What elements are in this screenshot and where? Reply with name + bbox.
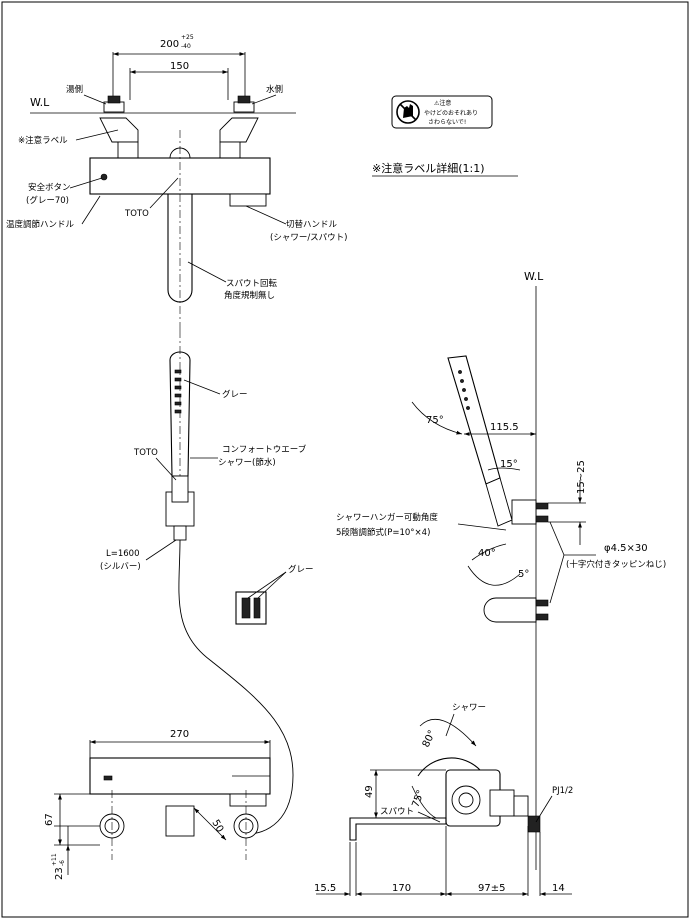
spout-label-bottom: スパウト bbox=[380, 807, 414, 817]
dim-overall-tol-upper: +25 bbox=[181, 34, 194, 41]
dim-49: 49 bbox=[364, 785, 375, 798]
toto-mark-shower: TOTO bbox=[133, 448, 158, 458]
toto-mark-top: TOTO bbox=[124, 209, 149, 219]
shower-hose bbox=[178, 539, 294, 835]
dim-23-tol-lower: -6 bbox=[59, 860, 66, 866]
dim-170: 170 bbox=[392, 883, 411, 894]
hot-side-connector bbox=[99, 95, 139, 159]
caution-detail-title: ※注意ラベル詳細(1:1) bbox=[372, 161, 485, 175]
hanger-detail: グレー bbox=[235, 564, 314, 625]
temp-handle-label: 温度調節ハンドル bbox=[6, 219, 75, 230]
bottom-side-view: シャワー 80° 49 75° スパウト PJ1/2 bbox=[314, 703, 573, 896]
switch-handle-modes: (シャワー/スパウト) bbox=[270, 233, 348, 243]
dim-overall-width: 200 bbox=[160, 39, 179, 50]
switch-handle-side bbox=[417, 757, 481, 777]
dim-center-distance: 150 bbox=[170, 61, 189, 72]
screw-type: (十字穴付きタッピンねじ) bbox=[566, 559, 666, 570]
spout-rotation-label-2: 角度規制無し bbox=[224, 290, 275, 301]
caution-line3: さわらないで! bbox=[428, 119, 466, 126]
shower-head-front: グレー TOTO コンフォートウエーブ シャワー(節水) L=1600 (シルバ… bbox=[100, 330, 307, 835]
shower-nozzles bbox=[174, 369, 182, 414]
angle-15-side: 15° bbox=[500, 459, 518, 470]
dim-270: 270 bbox=[170, 729, 189, 740]
angle-5-side: 5° bbox=[518, 569, 529, 580]
dim-15-25: 15~25 bbox=[576, 460, 587, 494]
dim-15-5: 15.5 bbox=[314, 883, 336, 894]
dim-67: 67 bbox=[44, 813, 55, 826]
wl-label-side: W.L bbox=[524, 270, 544, 283]
angle-80: 80° bbox=[421, 729, 438, 750]
hose-length: L=1600 bbox=[106, 549, 140, 559]
angle-75-bottom: 75° bbox=[410, 789, 426, 809]
angle-40-side: 40° bbox=[478, 548, 496, 559]
dim-23: 23 bbox=[54, 867, 65, 880]
front-view: 270 67 23 +11 -6 50 bbox=[44, 729, 271, 880]
caution-label-box bbox=[391, 95, 493, 129]
top-view: 200 +25 -40 150 W.L bbox=[6, 34, 348, 330]
dim-50: 50 bbox=[209, 818, 225, 835]
dim-115-5: 115.5 bbox=[490, 422, 519, 433]
lower-bracket-side bbox=[483, 597, 537, 623]
hanger-angle-label-1: シャワーハンガー可動角度 bbox=[336, 512, 438, 523]
shower-handle bbox=[169, 351, 191, 477]
caution-label-detail: ⚠注意 やけどのおそれあり さわらないで! ※注意ラベル詳細(1:1) bbox=[372, 95, 518, 177]
hot-side-label: 湯側 bbox=[66, 84, 83, 95]
hanger-angle-label-2: 5段階調節式(P=10°×4) bbox=[336, 527, 430, 538]
caution-line2: やけどのおそれあり bbox=[424, 109, 478, 117]
switch-handle-label: 切替ハンドル bbox=[286, 219, 338, 230]
pipe-thread-label: PJ1/2 bbox=[552, 786, 573, 796]
safety-button-label: 安全ボタン bbox=[28, 182, 71, 193]
comfort-wave-label-2: シャワー(節水) bbox=[218, 457, 276, 468]
wl-label-top: W.L bbox=[30, 96, 50, 109]
gray-label-hanger: グレー bbox=[288, 564, 314, 575]
angle-75-side: 75° bbox=[426, 415, 444, 426]
caution-line1: ⚠注意 bbox=[434, 99, 451, 107]
safety-button-color: (グレー70) bbox=[26, 195, 69, 206]
gray-label-shower: グレー bbox=[222, 389, 248, 400]
comfort-wave-label-1: コンフォートウエーブ bbox=[222, 444, 307, 455]
dim-overall-tol-lower: -40 bbox=[181, 43, 191, 50]
cold-side-label: 水側 bbox=[266, 84, 283, 95]
dim-14: 14 bbox=[552, 883, 565, 894]
hanger-bracket-side bbox=[511, 499, 537, 525]
screw-size: φ4.5×30 bbox=[604, 543, 648, 554]
spout-side bbox=[349, 817, 447, 841]
dim-97: 97±5 bbox=[478, 883, 505, 894]
shower-head-side bbox=[447, 355, 501, 485]
side-view: W.L 75° 115.5 15° 15~25 シャワーハンガー可 bbox=[336, 270, 666, 870]
dim-23-tol-upper: +11 bbox=[51, 853, 58, 866]
spout-rotation-label-1: スパウト回転 bbox=[226, 279, 278, 289]
shower-label-bottom: シャワー bbox=[452, 703, 486, 713]
caution-label-callout: ※注意ラベル bbox=[18, 135, 68, 146]
hanger-plate bbox=[235, 591, 267, 625]
cold-side-connector bbox=[219, 95, 259, 159]
hose-color: (シルバー) bbox=[100, 562, 141, 572]
